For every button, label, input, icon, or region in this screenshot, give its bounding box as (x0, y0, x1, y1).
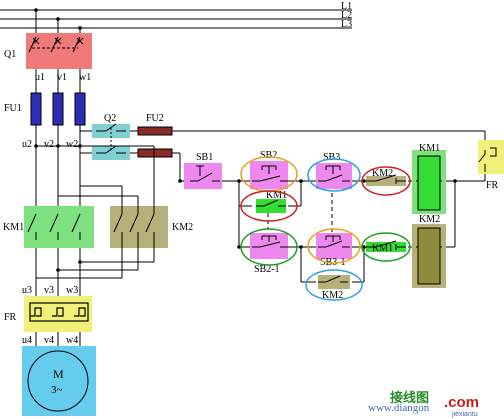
q2-contacts (96, 123, 126, 154)
km2-interlock-highlight (366, 176, 406, 186)
fr-main-label: FR (4, 312, 17, 323)
km1-coil-label: KM1 (419, 143, 440, 154)
terminal-v1: v1 (57, 72, 67, 83)
km1-interlock-label: KM1 (372, 243, 393, 254)
fr-relay-highlight (24, 296, 92, 332)
pushbutton-contact-symbols (190, 165, 350, 248)
terminal-v4: v4 (44, 335, 54, 346)
q1-breaker-contacts (28, 36, 84, 53)
terminal-u2: u2 (22, 139, 32, 150)
km1-aux-contact-highlight (256, 199, 286, 213)
q1-breaker-highlight (26, 33, 92, 69)
sb2-1-label: SB2-1 (254, 264, 280, 275)
sb3-1-button (316, 233, 352, 259)
fu2-lower-fuse (137, 148, 173, 158)
km1-coil (417, 155, 441, 211)
sb2-label: SB2 (260, 150, 277, 161)
q2-upper-highlight (92, 124, 130, 138)
main-contactor-contacts (27, 145, 155, 279)
km1-interlock-symbol (366, 240, 406, 250)
highlight-rings (240, 156, 411, 301)
terminal-w2: w2 (66, 139, 78, 150)
line-l2-label: L2 (341, 10, 352, 21)
line-l1-label: L1 (341, 1, 352, 12)
watermark-url: www.diangon (368, 402, 430, 414)
q2-lower-highlight (92, 146, 130, 160)
fu2-upper-fuse (137, 126, 173, 136)
km1-interlock-highlight (366, 242, 406, 252)
sb3-reverse-button (316, 163, 352, 189)
fr-contact-symbol (478, 147, 497, 172)
sb2-forward-button (250, 161, 288, 189)
sb1-stop-button (184, 163, 222, 189)
watermark-site-cn: 接线图 (390, 390, 429, 406)
terminal-v3: v3 (44, 285, 54, 296)
km2-hold-label: KM2 (322, 290, 343, 301)
fu2-label: FU2 (146, 113, 164, 124)
km1-aux-label: KM1 (266, 190, 287, 201)
terminal-w4: w4 (66, 335, 78, 346)
km1-aux-contact-symbol (256, 199, 286, 207)
fu1-label: FU1 (4, 103, 22, 114)
watermark-url2: jiexiantu (451, 411, 478, 418)
q2-label: Q2 (104, 113, 116, 124)
terminal-w3: w3 (66, 285, 78, 296)
watermark-com: .com (444, 394, 479, 411)
terminal-w1: w1 (79, 72, 91, 83)
km1-contactor-highlight (24, 206, 94, 248)
line-l3-label: L3 (341, 19, 352, 30)
terminal-u4: u4 (22, 335, 32, 346)
km2-main-label: KM2 (172, 222, 193, 233)
sb1-label: SB1 (196, 152, 213, 163)
fr-relay-elements (29, 302, 89, 322)
sb3-label: SB3 (323, 152, 340, 163)
motor-symbol (27, 350, 89, 412)
terminal-u3: u3 (22, 285, 32, 296)
km2-coil-label: KM2 (419, 214, 440, 225)
km2-hold-contact-highlight (318, 275, 350, 289)
fr-contact-highlight (478, 140, 504, 174)
coil-leads (416, 180, 442, 248)
junction-dots (34, 8, 457, 272)
motor-phase-label: 3~ (51, 384, 63, 396)
q1-label: Q1 (4, 49, 16, 60)
km2-coil (417, 227, 441, 285)
fu1-fuses (30, 92, 86, 126)
km2-contactor-highlight (110, 206, 168, 248)
km2-interlock-symbol (366, 174, 406, 184)
supply-lines (0, 9, 352, 29)
km1-main-label: KM1 (3, 222, 24, 233)
km2-hold-contact-symbol (318, 275, 348, 283)
motor-highlight (22, 346, 96, 416)
terminal-u1: u1 (35, 72, 45, 83)
fr-contact-label: FR (486, 180, 499, 191)
terminal-v2: v2 (44, 139, 54, 150)
motor-m-label: M (53, 367, 64, 381)
km2-interlock-label: KM2 (372, 168, 393, 179)
